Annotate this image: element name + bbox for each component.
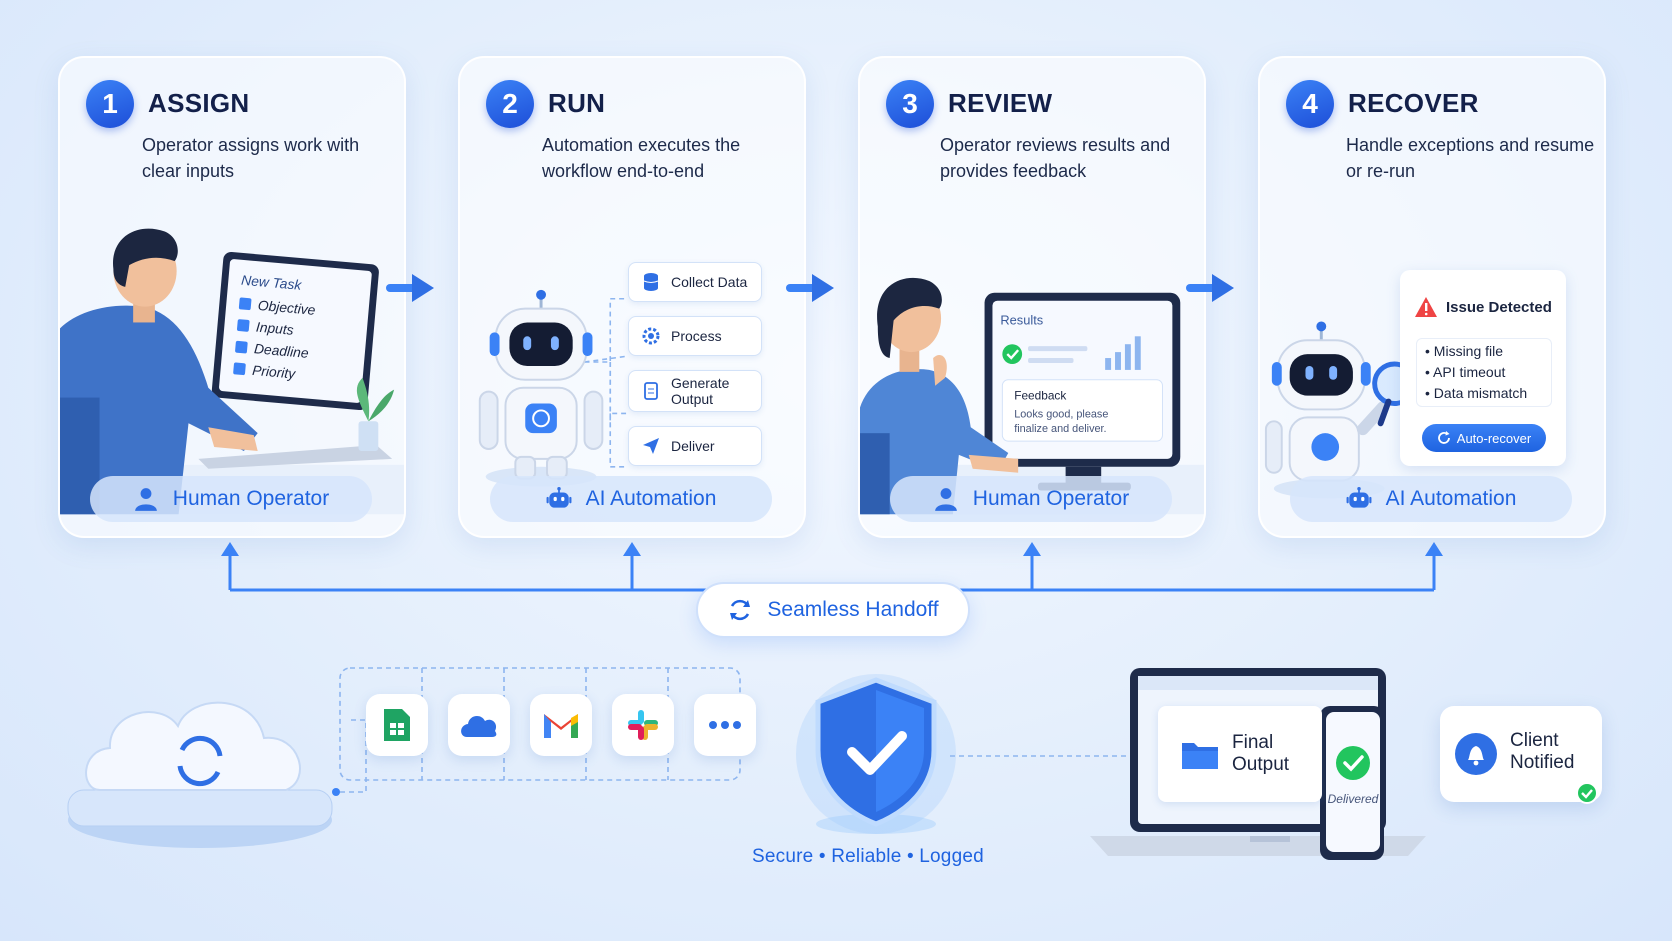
issue-item: • Missing file: [1425, 343, 1504, 359]
user-icon: [134, 488, 157, 511]
cloud-sync-icon: [67, 701, 367, 848]
step-title: ASSIGN: [148, 88, 250, 118]
arrow-right-icon: [1186, 274, 1234, 302]
task-item: Objective: [257, 297, 316, 318]
step-number-badge: 2: [486, 80, 534, 128]
slack-icon[interactable]: [612, 694, 674, 756]
check-badge-icon: [1576, 782, 1598, 804]
shield-check-icon: [796, 674, 956, 834]
google-sheets-icon[interactable]: [366, 694, 428, 756]
step-card-assign: 1 ASSIGN Operator assigns work with clea…: [58, 56, 406, 538]
step-description: Handle exceptions and resume or re-run: [1346, 135, 1595, 181]
step-card-review: 3 REVIEW Operator reviews results and pr…: [858, 56, 1206, 538]
delivered-label: Delivered: [1327, 792, 1379, 806]
send-icon: [643, 438, 659, 454]
step-card-recover: 4 RECOVER Handle exceptions and resume o…: [1258, 56, 1606, 538]
final-output-label: Final Output: [1232, 732, 1290, 775]
operator-monitor-illustration: Results Feedback Looks good, please fina…: [860, 208, 1204, 516]
pipeline-step: Process: [628, 316, 762, 356]
step-number-badge: 3: [886, 80, 934, 128]
step-title: REVIEW: [948, 88, 1053, 118]
role-label: Human Operator: [172, 487, 330, 510]
feedback-text: Looks good, please finalize and deliver.: [1014, 408, 1111, 435]
task-item: Priority: [252, 362, 297, 382]
step-description: Operator assigns work with clear inputs: [142, 135, 360, 181]
pipeline-step-label: Generate Output: [671, 375, 730, 407]
feedback-title: Feedback: [1014, 389, 1066, 403]
step-title: RECOVER: [1348, 88, 1479, 118]
issue-item: • Data mismatch: [1425, 385, 1528, 401]
step-card-run: 2 RUN Automation executes the workflow e…: [458, 56, 806, 538]
task-item: Inputs: [255, 319, 294, 338]
handoff-label: Seamless Handoff: [767, 598, 939, 621]
phone-screen: Delivered: [1326, 712, 1380, 852]
results-label: Results: [1000, 312, 1043, 327]
issue-item: • API timeout: [1425, 364, 1506, 380]
pipeline-step-label: Collect Data: [671, 274, 748, 290]
user-icon: [934, 488, 957, 511]
final-output-card: Final Output: [1158, 706, 1322, 802]
robot-icon: [1346, 486, 1372, 508]
pipeline-step: Generate Output: [628, 370, 762, 412]
auto-recover-button[interactable]: Auto-recover: [1422, 424, 1546, 452]
issue-list: • Missing file • API timeout • Data mism…: [1416, 338, 1552, 407]
seamless-handoff-badge: Seamless Handoff: [696, 582, 970, 638]
step-number-badge: 1: [86, 80, 134, 128]
folder-icon: [1182, 743, 1218, 769]
auto-recover-label: Auto-recover: [1456, 430, 1532, 446]
task-item: Deadline: [253, 340, 309, 361]
gmail-icon[interactable]: [530, 694, 592, 756]
role-label: AI Automation: [585, 487, 717, 510]
role-pill-human: Human Operator: [890, 476, 1172, 522]
document-icon: [644, 382, 658, 400]
arrow-right-icon: [386, 274, 434, 302]
pipeline-step-label: Process: [671, 328, 722, 344]
role-pill-automation: AI Automation: [1290, 476, 1572, 522]
robot-recovery-illustration: Issue Detected • Missing file • API time…: [1260, 208, 1604, 516]
database-icon: [643, 273, 659, 291]
role-label: Human Operator: [972, 487, 1130, 510]
operator-laptop-illustration: New Task Objective Inputs Deadline Prior…: [60, 208, 404, 516]
more-icon[interactable]: [694, 694, 756, 756]
step-description: Automation executes the workflow end-to-…: [542, 135, 741, 181]
bell-icon: [1455, 733, 1497, 775]
pipeline-step-label: Deliver: [671, 438, 715, 454]
client-notified-card: Client Notified: [1440, 706, 1602, 804]
step-description: Operator reviews results and provides fe…: [940, 135, 1171, 181]
delivery-connector: [950, 755, 1130, 757]
robot-icon: [546, 486, 572, 508]
refresh-icon: [1437, 431, 1450, 444]
step-number-badge: 4: [1286, 80, 1334, 128]
role-label: AI Automation: [1385, 487, 1517, 510]
role-pill-human: Human Operator: [90, 476, 372, 522]
pipeline-step: Collect Data: [628, 262, 762, 302]
step-title: RUN: [548, 88, 606, 118]
role-pill-automation: AI Automation: [490, 476, 772, 522]
gear-icon: [642, 327, 660, 345]
security-tagline: Secure • Reliable • Logged: [752, 846, 984, 867]
task-title: New Task: [241, 272, 303, 293]
robot-pipeline-illustration: Collect Data Process Generate Output Del…: [460, 208, 804, 516]
warning-icon: [1415, 297, 1437, 317]
issue-panel: Issue Detected • Missing file • API time…: [1400, 270, 1566, 466]
sync-icon: [730, 599, 751, 621]
client-notified-label: Client Notified: [1510, 730, 1575, 773]
check-circle-icon: [1336, 746, 1370, 780]
pipeline-step: Deliver: [628, 426, 762, 466]
arrow-right-icon: [786, 274, 834, 302]
issue-title: Issue Detected: [1446, 298, 1552, 316]
cloud-storage-icon[interactable]: [448, 694, 510, 756]
